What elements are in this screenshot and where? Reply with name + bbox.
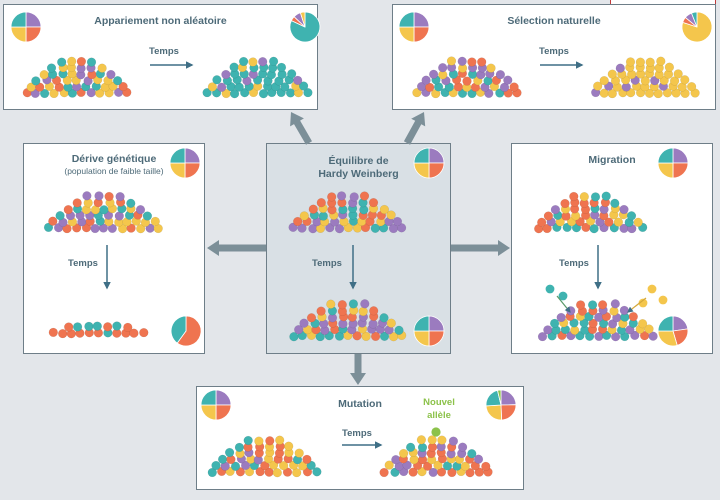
panel-title: Appariement non aléatoire: [94, 15, 227, 27]
time-label: Temps: [559, 258, 589, 269]
panel-natural-selection: Sélection naturelle Temps: [392, 4, 716, 110]
panel-title-line2: Hardy Weinberg: [318, 168, 399, 180]
panel-mutation: Mutation Temps Nouvel allèle: [196, 386, 524, 490]
new-allele-label-line2: allèle: [427, 410, 451, 421]
panel-subtitle: (population de faible taille): [64, 166, 164, 176]
time-label: Temps: [539, 46, 569, 57]
panel-genetic-drift: Dérive génétique (population de faible t…: [23, 143, 205, 354]
time-label: Temps: [149, 46, 179, 57]
connector-arrow-to-migration: [451, 240, 510, 256]
connector-arrow-to-natural-selection: [403, 112, 426, 145]
time-label: Temps: [68, 258, 98, 269]
new-allele-label-line1: Nouvel: [423, 397, 455, 408]
panel-title-line1: Équilibre de: [328, 155, 389, 167]
panel-title: Dérive génétique: [71, 153, 157, 165]
connector-arrow-to-mutation: [350, 354, 366, 385]
panel-title: Migration: [588, 154, 636, 166]
panel-title: Mutation: [338, 398, 382, 410]
time-label: Temps: [342, 428, 372, 439]
panel-hardy-weinberg-equilibrium: Équilibre de Hardy Weinberg Temps: [266, 143, 451, 354]
panel-non-random-mating: Appariement non aléatoire Temps: [3, 4, 318, 110]
connector-arrow-to-non-random-mating: [290, 112, 312, 145]
time-label: Temps: [312, 258, 342, 269]
panel-title: Sélection naturelle: [507, 15, 601, 27]
connector-arrow-to-genetic-drift: [207, 240, 266, 256]
panel-migration: Migration Temps: [511, 143, 713, 354]
